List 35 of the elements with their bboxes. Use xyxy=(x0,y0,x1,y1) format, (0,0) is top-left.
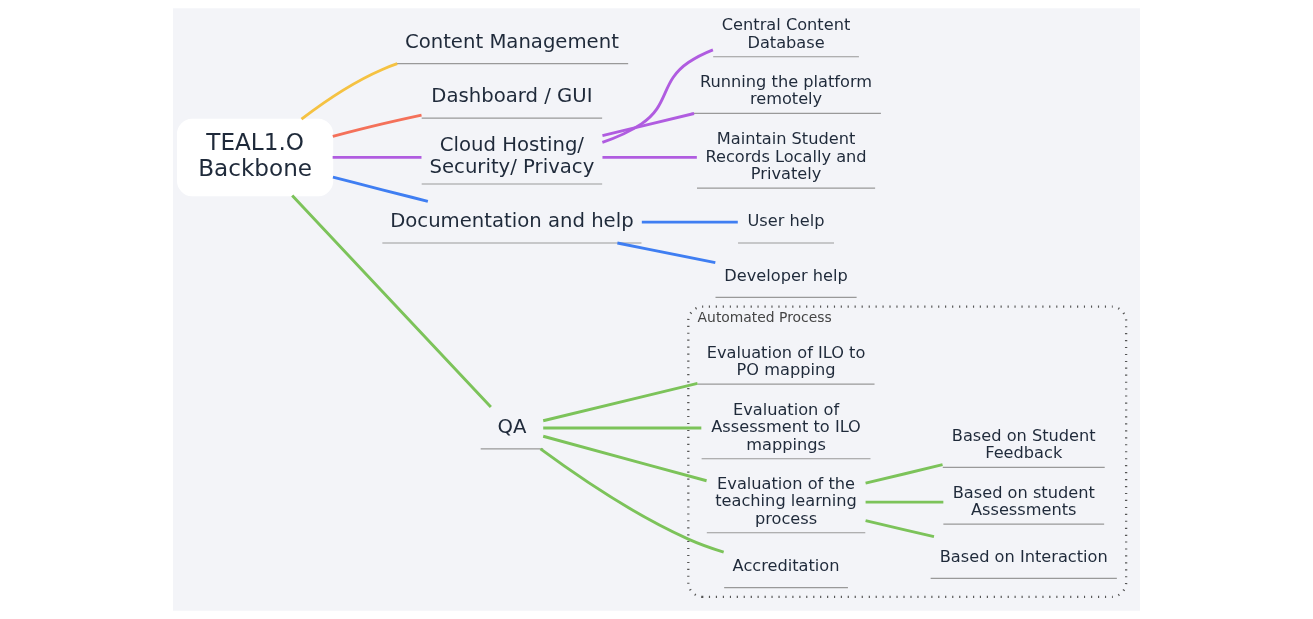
node-box: TEAL1.O Backbone xyxy=(177,118,334,197)
connector xyxy=(300,62,398,121)
connector xyxy=(641,220,738,224)
node-text: Evaluation of the teaching learning process xyxy=(715,474,857,528)
node-text: Based on Interaction xyxy=(939,546,1108,566)
connector xyxy=(332,155,422,159)
node-text: Running the platform remotely xyxy=(700,72,873,109)
connector xyxy=(617,241,716,265)
node-text: Evaluation of ILO to PO mapping xyxy=(706,342,866,380)
node-text: Based on student Assessments xyxy=(952,482,1095,520)
connector xyxy=(332,175,429,203)
node-text: User help xyxy=(747,211,825,231)
node-text: Central Content Database xyxy=(721,15,851,52)
connector xyxy=(539,447,725,554)
connector xyxy=(601,48,714,144)
connector xyxy=(865,519,935,539)
node-text: Content Management xyxy=(404,29,619,53)
node-text: Cloud Hosting/ Security/ Privacy xyxy=(429,133,595,179)
node-text: Accreditation xyxy=(732,556,840,576)
node-text: Evaluation of Assessment to ILO mappings xyxy=(711,399,861,454)
connector xyxy=(542,381,698,423)
node-text: Developer help xyxy=(724,265,848,285)
node-text: Maintain Student Records Locally and Privately xyxy=(705,129,867,184)
node-text: QA xyxy=(497,414,527,438)
connector xyxy=(542,434,707,483)
connector xyxy=(543,426,702,430)
connector xyxy=(602,112,695,138)
connector xyxy=(291,194,492,408)
node-text: Dashboard / GUI xyxy=(431,83,593,107)
connector xyxy=(332,113,422,138)
connector xyxy=(865,500,944,504)
node-text: Documentation and help xyxy=(390,208,634,232)
node-text: Based on Student Feedback xyxy=(951,426,1096,463)
connector xyxy=(865,463,943,485)
connector xyxy=(602,155,697,159)
